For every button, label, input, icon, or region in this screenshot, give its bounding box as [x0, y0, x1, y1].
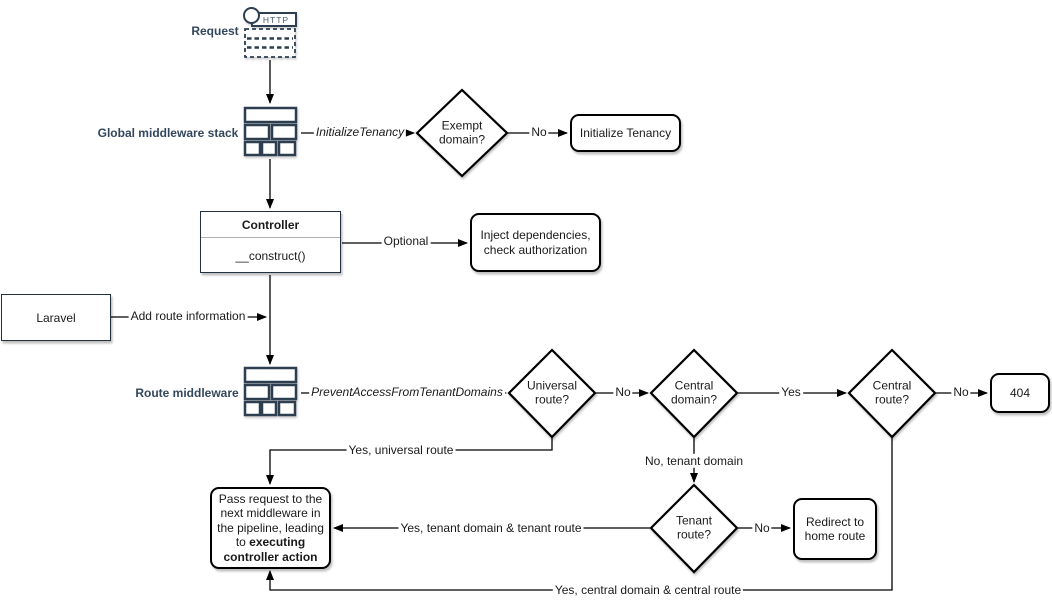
controller-method: __construct() — [235, 248, 306, 263]
route-middleware-label: Route middleware — [135, 385, 239, 400]
redirect-home-box: Redirect to home route — [793, 498, 877, 560]
decision-central-route — [847, 348, 937, 439]
decision-diamonds — [415, 88, 937, 574]
edge-label-yes-central-domain-route: Yes, central domain & central route — [552, 582, 744, 598]
decision-central-route-label: Central route? — [872, 378, 912, 407]
pass-request-text: Pass request to the next middleware in t… — [217, 492, 324, 564]
http-request-icon: HTTP — [243, 7, 297, 58]
middleware-stack-icon-route — [243, 366, 298, 417]
decision-tenant-route-label: Tenant route? — [675, 513, 713, 542]
laravel-box: Laravel — [1, 294, 111, 341]
controller-title: Controller — [201, 212, 340, 238]
global-middleware-stack-label: Global middleware stack — [97, 125, 239, 140]
edge-label-universal-no: No — [613, 384, 633, 400]
edge-label-optional: Optional — [381, 233, 431, 249]
initialize-tenancy-box: Initialize Tenancy — [570, 114, 681, 152]
decision-tenant-route — [649, 483, 739, 574]
decision-universal-route — [507, 348, 597, 439]
edge-label-tenant-no: No — [752, 520, 772, 536]
middleware-stack-icon-global — [243, 106, 298, 157]
decision-exempt-domain-label: Exempt domain? — [438, 118, 486, 147]
decision-exempt-domain — [415, 88, 509, 178]
edge-label-add-route-information: Add route information — [128, 308, 248, 324]
decision-central-domain-label: Central domain? — [670, 378, 718, 407]
not-found-box: 404 — [990, 373, 1050, 413]
edge-label-initialize-tenancy: InitializeTenancy — [313, 124, 407, 140]
edge-label-yes-universal-route: Yes, universal route — [346, 442, 456, 458]
controller-box: Controller __construct() — [200, 211, 341, 273]
request-label: Request — [191, 23, 239, 38]
edge-label-yes-tenant-domain-route: Yes, tenant domain & tenant route — [398, 520, 584, 536]
edge-label-no-tenant-domain: No, tenant domain — [642, 453, 746, 469]
inject-dependencies-box: Inject dependencies, check authorization — [470, 213, 601, 272]
edge-label-central-domain-yes: Yes — [779, 384, 803, 400]
decision-universal-route-label: Universal route? — [526, 378, 577, 407]
http-icon-label: HTTP — [263, 15, 289, 25]
edge-label-central-route-no: No — [951, 384, 971, 400]
http-icon-circle — [243, 7, 260, 24]
edge-label-exempt-no: No — [529, 124, 549, 140]
decision-central-domain — [649, 348, 739, 439]
pass-request-box: Pass request to the next middleware in t… — [210, 487, 331, 569]
edge-label-prevent-access: PreventAccessFromTenantDomains — [309, 384, 505, 400]
